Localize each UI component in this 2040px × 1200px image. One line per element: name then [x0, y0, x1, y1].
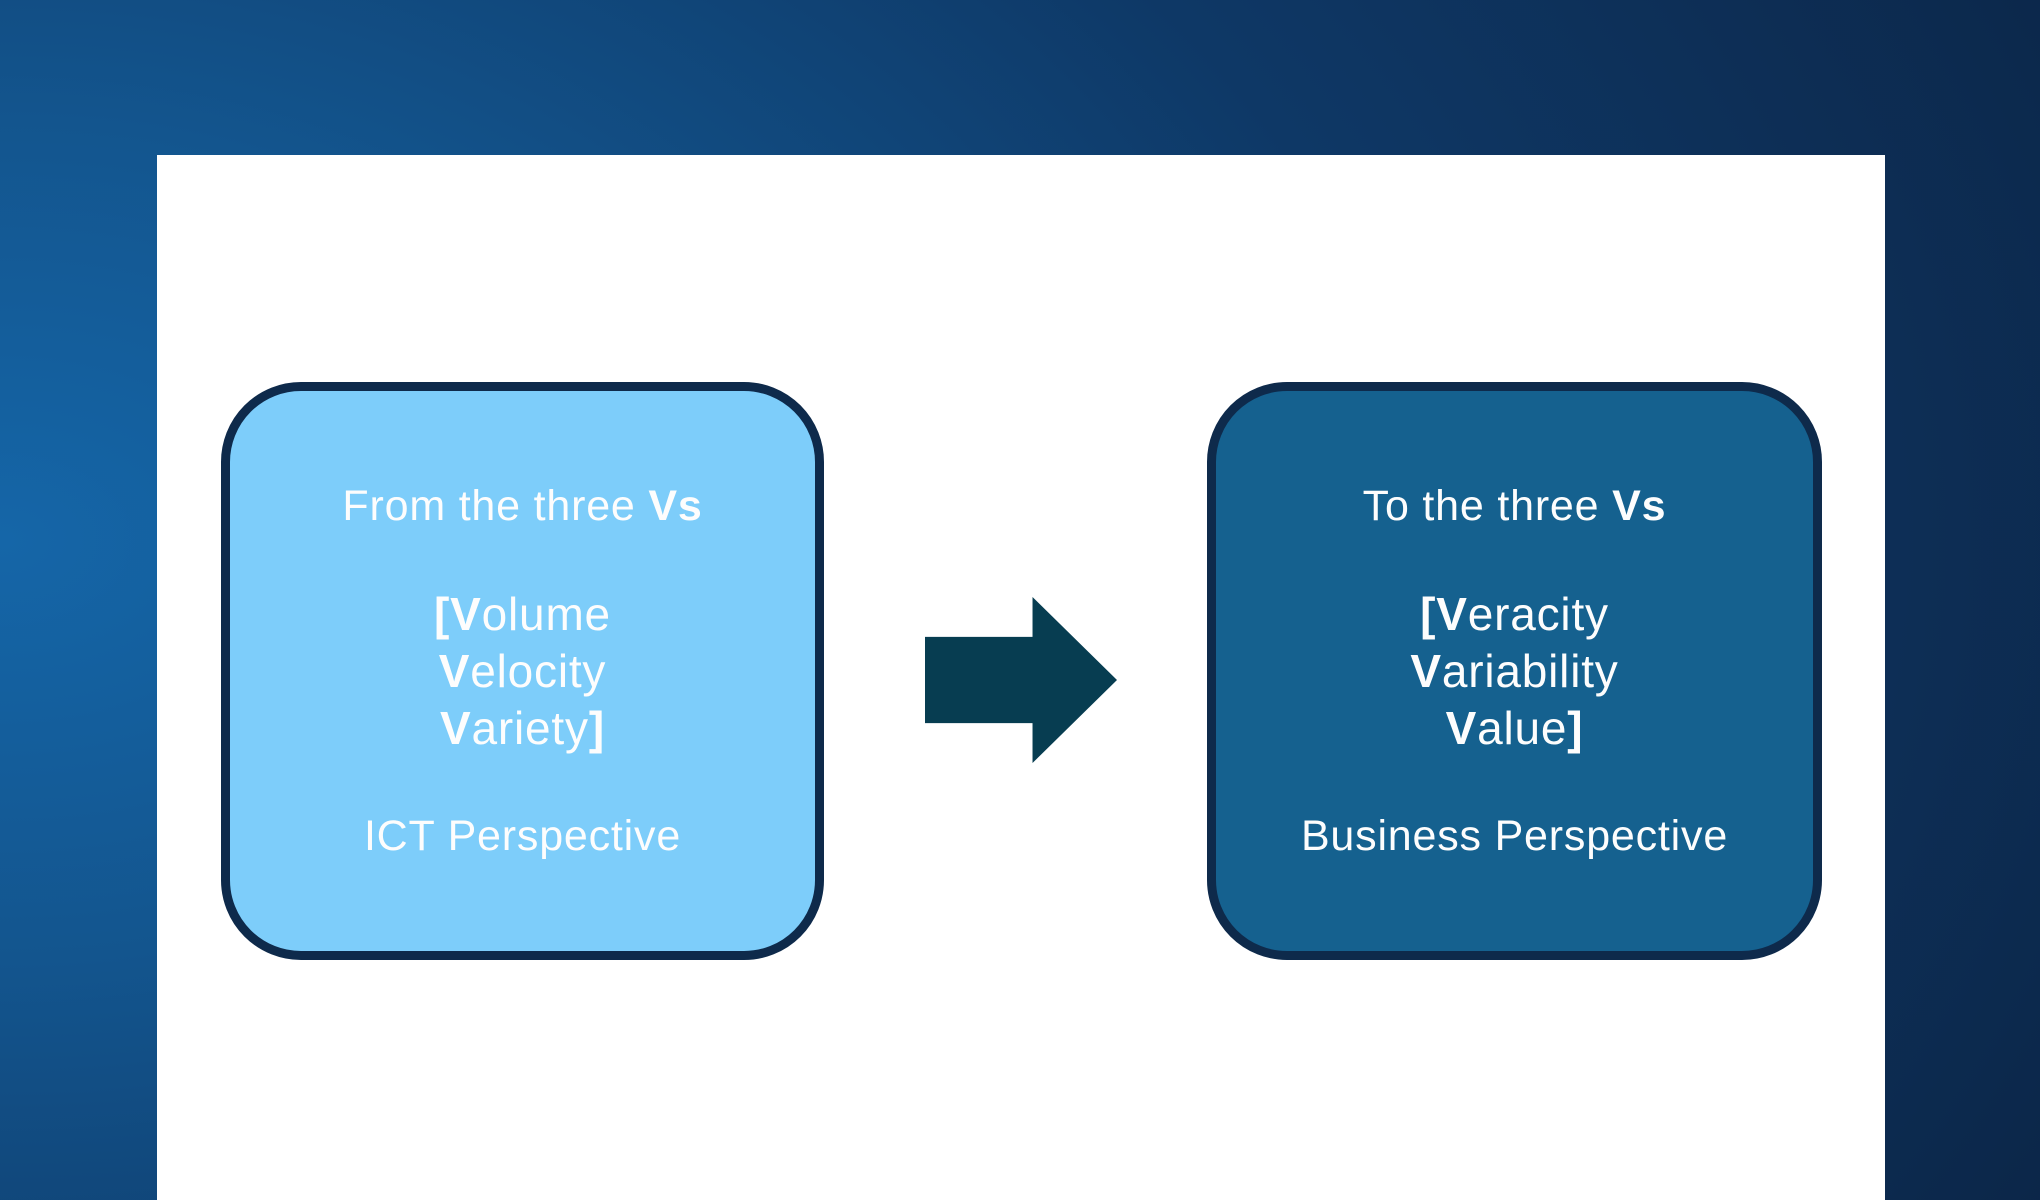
- v-term: Variety]: [434, 700, 611, 757]
- box-title-regular: From the three: [342, 482, 649, 530]
- v-term-rest: alue: [1477, 701, 1568, 754]
- business-perspective-box: To the three Vs [Veracity Variability Va…: [1207, 382, 1822, 960]
- v-term-bold: [V: [1420, 587, 1468, 640]
- v-term: Variability: [1410, 643, 1618, 700]
- v-term-list: [Veracity Variability Value]: [1410, 586, 1618, 757]
- box-title-bold: Vs: [1612, 482, 1667, 530]
- box-title: To the three Vs: [1363, 476, 1667, 536]
- v-term-bold: V: [438, 644, 471, 697]
- v-term-list: [Volume Velocity Variety]: [434, 586, 611, 757]
- box-footer: Business Perspective: [1300, 812, 1729, 860]
- v-term: [Veracity: [1410, 586, 1618, 643]
- v-term-rest: ariety: [471, 701, 589, 754]
- box-footer: ICT Perspective: [363, 812, 682, 860]
- box-title: From the three Vs: [342, 476, 702, 536]
- v-term-rest: ariability: [1441, 644, 1619, 697]
- v-term-rest: eracity: [1467, 587, 1609, 640]
- v-term: Value]: [1410, 700, 1618, 757]
- v-term-rest: olume: [481, 587, 611, 640]
- v-term-bold: V: [440, 701, 472, 754]
- v-term-bold: V: [1410, 644, 1442, 697]
- v-term-rest: elocity: [470, 644, 607, 697]
- box-title-bold: Vs: [648, 482, 703, 530]
- v-term: [Volume: [434, 586, 611, 643]
- v-term: Velocity: [434, 643, 611, 700]
- box-title-regular: To the three: [1362, 482, 1613, 530]
- slide-panel: From the three Vs [Volume Velocity Varie…: [157, 155, 1885, 1200]
- ict-perspective-box: From the three Vs [Volume Velocity Varie…: [221, 382, 824, 960]
- v-term-bracket: ]: [1567, 701, 1584, 754]
- v-term-bold: [V: [434, 587, 482, 640]
- v-term-bold: V: [1445, 701, 1478, 754]
- v-term-bracket: ]: [588, 701, 605, 754]
- right-arrow-icon: [925, 597, 1117, 763]
